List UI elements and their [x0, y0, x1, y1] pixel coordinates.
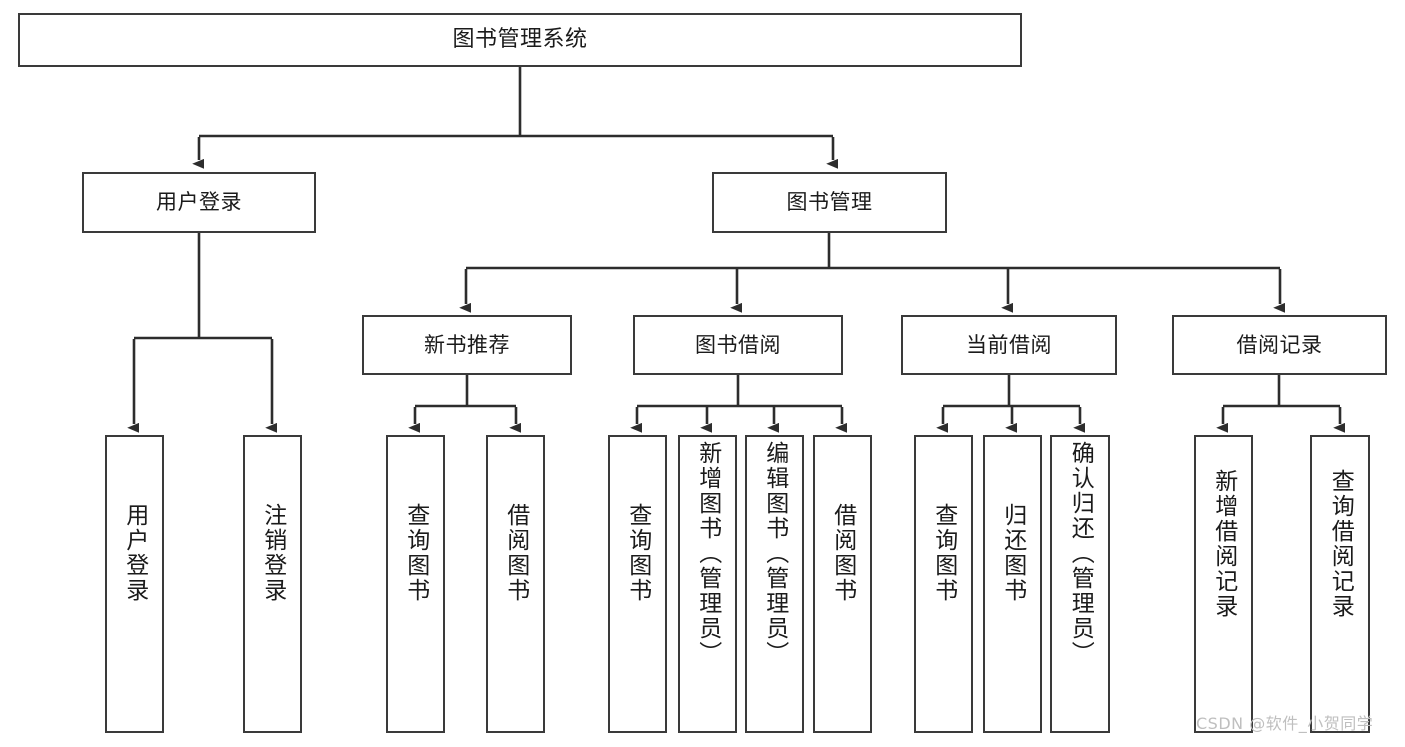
leaf-query-book-current-label: 查询图书	[930, 503, 957, 603]
leaf-query-book-rec[interactable]: 查询图书	[386, 435, 445, 733]
leaf-add-book-admin[interactable]: 新增图书（管理员）	[678, 435, 737, 733]
leaf-add-borrow-record[interactable]: 新增借阅记录	[1194, 435, 1253, 733]
node-book-borrow-label: 图书借阅	[695, 332, 781, 357]
leaf-query-borrow-record-label: 查询借阅记录	[1327, 469, 1354, 619]
leaf-user-login[interactable]: 用户登录	[105, 435, 164, 733]
leaf-query-book-current[interactable]: 查询图书	[914, 435, 973, 733]
connector-bookborrow-to-leaves	[630, 375, 848, 433]
leaf-confirm-return-admin[interactable]: 确认归还（管理员）	[1050, 435, 1110, 733]
leaf-borrow-book[interactable]: 借阅图书	[813, 435, 872, 733]
leaf-edit-book-admin[interactable]: 编辑图书（管理员）	[745, 435, 804, 733]
node-root-label: 图书管理系统	[452, 27, 588, 53]
leaf-edit-book-admin-label: 编辑图书（管理员）	[761, 441, 788, 666]
node-book-management[interactable]: 图书管理	[712, 172, 947, 233]
leaf-user-login-label: 用户登录	[121, 503, 148, 603]
connector-root-to-level2	[192, 67, 839, 169]
leaf-confirm-return-admin-label: 确认归还（管理员）	[1067, 441, 1094, 666]
leaf-query-borrow-record[interactable]: 查询借阅记录	[1310, 435, 1370, 733]
leaf-query-book-borrow[interactable]: 查询图书	[608, 435, 667, 733]
node-current-borrow[interactable]: 当前借阅	[901, 315, 1117, 375]
connector-userlogin-to-leaves	[127, 233, 278, 433]
connector-bookmgmt-to-level3	[459, 233, 1286, 313]
node-new-book-recommend-label: 新书推荐	[424, 332, 510, 357]
leaf-return-book-label: 归还图书	[999, 503, 1026, 603]
leaf-borrow-book-label: 借阅图书	[829, 503, 856, 603]
node-user-login[interactable]: 用户登录	[82, 172, 316, 233]
node-borrow-records-label: 借阅记录	[1236, 332, 1323, 357]
node-book-borrow[interactable]: 图书借阅	[633, 315, 843, 375]
node-root[interactable]: 图书管理系统	[18, 13, 1022, 67]
node-current-borrow-label: 当前借阅	[966, 332, 1052, 357]
leaf-add-borrow-record-label: 新增借阅记录	[1210, 469, 1237, 619]
node-user-login-label: 用户登录	[156, 190, 242, 215]
leaf-query-book-rec-label: 查询图书	[402, 503, 429, 603]
csdn-watermark: CSDN @软件_小贺同学	[1196, 714, 1374, 733]
leaf-return-book[interactable]: 归还图书	[983, 435, 1042, 733]
leaf-borrow-book-rec[interactable]: 借阅图书	[486, 435, 545, 733]
leaf-user-logout-label: 注销登录	[259, 503, 286, 603]
leaf-user-logout[interactable]: 注销登录	[243, 435, 302, 733]
connector-borrowrecords-to-leaves	[1216, 375, 1346, 433]
node-book-management-label: 图书管理	[786, 190, 873, 215]
connector-newbook-to-leaves	[408, 375, 522, 433]
connector-currentborrow-to-leaves	[936, 375, 1086, 433]
leaf-borrow-book-rec-label: 借阅图书	[502, 503, 529, 603]
leaf-query-book-borrow-label: 查询图书	[624, 503, 651, 603]
node-borrow-records[interactable]: 借阅记录	[1172, 315, 1387, 375]
node-new-book-recommend[interactable]: 新书推荐	[362, 315, 572, 375]
leaf-add-book-admin-label: 新增图书（管理员）	[694, 441, 721, 666]
